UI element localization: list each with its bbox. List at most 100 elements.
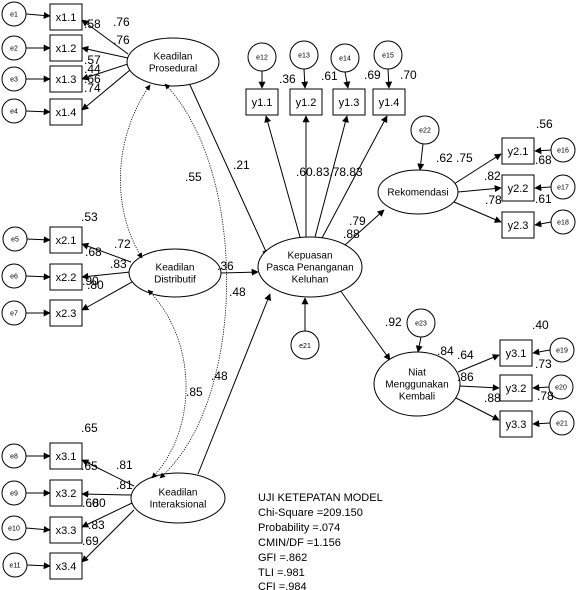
coef-x31-load: .81 — [116, 458, 133, 472]
path-arrow — [25, 273, 51, 281]
path-arrow — [26, 236, 51, 244]
path-arrow — [81, 19, 129, 55]
indicator-label-x21: x2.1 — [56, 235, 77, 247]
path-arrow — [457, 185, 502, 193]
path-arrow — [457, 354, 500, 373]
coef-x12-load: .76 — [113, 33, 130, 47]
fit-cfi: CFI =.984 — [258, 581, 307, 590]
nodes-layer: x1.1x1.2x1.3x1.4x2.1x2.2x2.3x3.1x3.2x3.3… — [1, 1, 576, 580]
indicator-x11: x1.1 — [49, 3, 83, 31]
indicator-label-y33: y3.3 — [506, 419, 527, 431]
path-arrow — [453, 201, 502, 223]
path-arrow — [339, 289, 391, 361]
error-label-e23: e23 — [415, 321, 427, 328]
error-label-e3: e3 — [10, 77, 18, 84]
error-e5: e5 — [2, 226, 28, 252]
coef-x33-load: .80 — [89, 496, 106, 510]
coef-y21-load: .75 — [456, 151, 473, 165]
error-e14: e14 — [330, 43, 360, 73]
path-arrow — [81, 63, 129, 81]
path-arrow — [264, 115, 301, 238]
error-e17: e17 — [550, 174, 576, 200]
indicator-label-x11: x1.1 — [56, 12, 77, 24]
path-arrow — [81, 242, 132, 263]
path-arrow — [314, 115, 349, 238]
path-arrow — [189, 84, 269, 257]
indicator-label-y32: y3.2 — [506, 383, 527, 395]
model-fit-block: UJI KETEPATAN MODEL Chi-Square =209.150 … — [258, 492, 383, 590]
path-arrow — [81, 459, 135, 487]
construct-label-kepuasan-0: Kepuasan — [287, 251, 332, 262]
indicator-label-x31: x3.1 — [56, 451, 77, 463]
error-label-e10: e10 — [8, 526, 20, 533]
coef-y12-r2: .61 — [321, 69, 338, 83]
coef-kep-to-rek: .79 — [349, 214, 366, 228]
path-arrow — [532, 384, 550, 392]
coef-y22-load: .82 — [484, 169, 501, 183]
error-label-e22: e22 — [419, 128, 431, 135]
indicator-y11: y1.1 — [245, 88, 279, 116]
path-arrow — [344, 209, 385, 246]
coef-x11-r2: .58 — [84, 17, 101, 31]
indicator-x23: x2.3 — [49, 299, 83, 327]
error-e20: e20 — [548, 374, 574, 400]
coef-x32-load: .81 — [116, 478, 133, 492]
coef-y22-r2: .68 — [535, 153, 552, 167]
error-e19: e19 — [549, 337, 575, 363]
construct-label-kepuasan-1: Pasca Penanganan — [266, 263, 353, 274]
indicator-label-y22: y2.2 — [508, 183, 529, 195]
construct-label-niat-1: Menggunakan — [385, 380, 448, 391]
coef-y21-r2: .56 — [536, 117, 553, 131]
covariance-curves — [120, 83, 228, 479]
error-label-e18: e18 — [557, 220, 569, 227]
coef-y31-load: .64 — [457, 348, 474, 362]
indicator-label-x13: x1.3 — [56, 74, 77, 86]
error-e8: e8 — [1, 443, 27, 469]
path-arrow — [81, 69, 131, 111]
indicator-label-y14: y1.4 — [379, 97, 400, 109]
coef-y23-load: .78 — [485, 193, 502, 207]
path-arrow — [534, 147, 552, 155]
path-arrow — [459, 384, 500, 392]
path-arrow — [81, 271, 131, 280]
error-e7: e7 — [1, 300, 27, 326]
error-label-e15: e15 — [382, 53, 394, 60]
coef-y14-r2: .70 — [400, 68, 417, 82]
coef-x32-r2: .65 — [81, 459, 98, 473]
error-e1: e1 — [1, 1, 27, 27]
path-arrow — [220, 268, 259, 276]
path-arrow — [455, 397, 500, 421]
error-e4: e4 — [1, 98, 27, 124]
error-label-e8: e8 — [10, 454, 18, 461]
error-e12: e12 — [247, 42, 277, 72]
cov-prosedural-interaksional — [159, 83, 228, 479]
indicator-label-x33: x3.3 — [56, 525, 77, 537]
coef-x13-load: .66 — [84, 72, 101, 86]
indicator-x22: x2.2 — [49, 263, 83, 291]
error-label-e19: e19 — [556, 348, 568, 355]
coef-y32-r2: .73 — [535, 357, 552, 371]
indicator-y33: y3.3 — [499, 410, 533, 438]
path-arrow — [197, 293, 271, 475]
coef-x23-r2: .90 — [82, 274, 99, 288]
indicator-y13: y1.3 — [332, 88, 366, 116]
indicator-y31: y3.1 — [499, 339, 533, 367]
error-label-e4: e4 — [10, 109, 18, 116]
coef-x12-r2: .57 — [84, 53, 101, 67]
coef-kep-to-niat: .84 — [437, 344, 454, 358]
error-e11: e11 — [2, 552, 28, 578]
coef-x13-r2: .44 — [84, 62, 101, 76]
error-label-e21: e21 — [556, 421, 568, 428]
indicator-x14: x1.4 — [49, 98, 83, 126]
indicator-label-x12: x1.2 — [56, 43, 77, 55]
error-label-e9: e9 — [10, 491, 18, 498]
indicator-label-y31: y3.1 — [506, 348, 527, 360]
indicator-y14: y1.4 — [372, 88, 406, 116]
error-e16: e16 — [550, 137, 576, 163]
coef-x21-r2: .53 — [81, 210, 98, 224]
construct-label-niat-0: Niat — [408, 368, 426, 379]
